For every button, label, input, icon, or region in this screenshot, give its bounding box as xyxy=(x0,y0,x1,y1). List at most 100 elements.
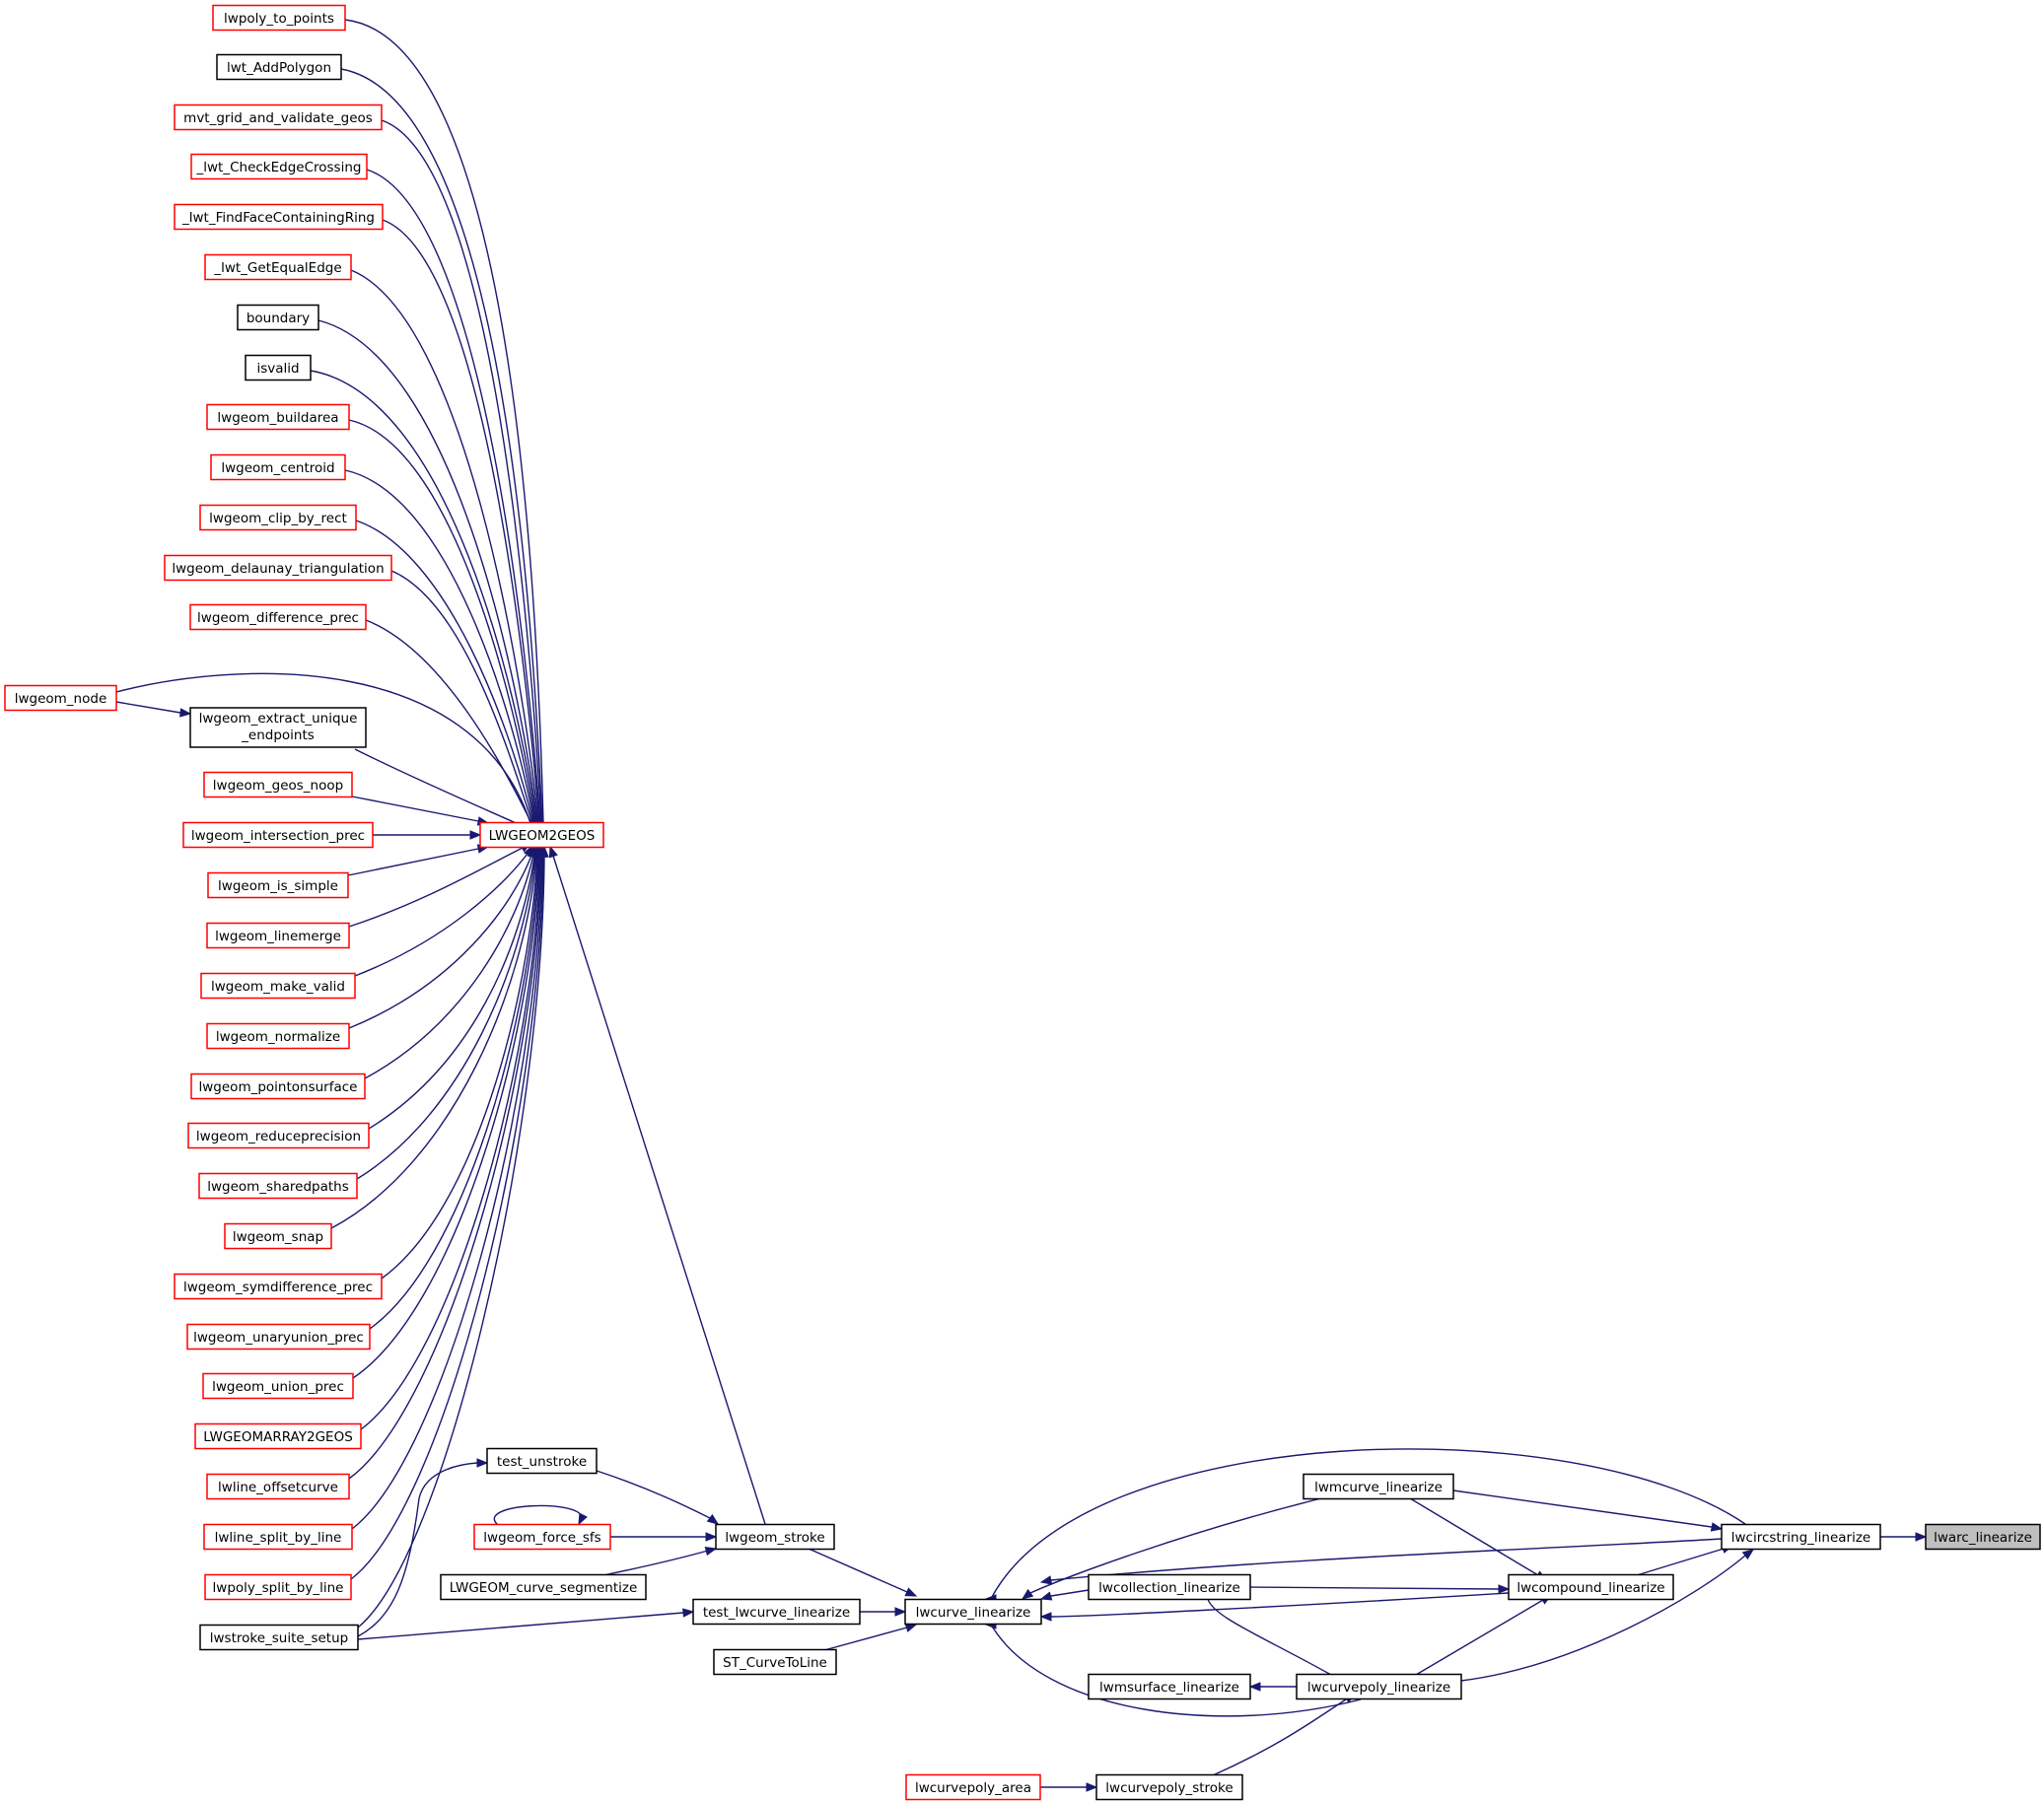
e-cp-circ-line xyxy=(1460,1555,1746,1682)
node-lwgeom_centroid[interactable]: lwgeom_centroid xyxy=(210,453,346,481)
node-isvalid[interactable]: isvalid xyxy=(245,354,312,381)
node-lwgeom_sharedpaths[interactable]: lwgeom_sharedpaths xyxy=(198,1172,358,1200)
node-_lwt_GetEqualEdge[interactable]: _lwt_GetEqualEdge xyxy=(204,253,352,281)
node-lwt_AddPolygon[interactable]: lwt_AddPolygon xyxy=(216,53,342,81)
e-node-extract-line xyxy=(115,701,181,714)
node-label: lwgeom_clip_by_rect xyxy=(209,511,347,526)
e-buildarea xyxy=(348,419,540,835)
node-box xyxy=(182,821,374,849)
e-mcurve-circ-line xyxy=(1452,1489,1713,1528)
e-setup-testcurve-line xyxy=(357,1612,684,1640)
node-label: lwcompound_linearize xyxy=(1516,1580,1664,1596)
node-box xyxy=(187,1122,370,1149)
node-label: lwgeom_centroid xyxy=(221,460,334,476)
node-label: boundary xyxy=(247,311,310,326)
node-boundary[interactable]: boundary xyxy=(237,304,319,331)
node-lwgeom_geos_noop[interactable]: lwgeom_geos_noop xyxy=(203,771,353,798)
node-lwcurvepoly_stroke[interactable]: lwcurvepoly_stroke xyxy=(1095,1773,1243,1801)
node-LWGEOMARRAY2GEOS[interactable]: LWGEOMARRAY2GEOS xyxy=(194,1422,362,1450)
node-lwgeom_node[interactable]: lwgeom_node xyxy=(4,684,117,712)
node-box xyxy=(204,253,352,281)
node-lwmcurve_linearize[interactable]: lwmcurve_linearize xyxy=(1303,1473,1454,1500)
node-box xyxy=(189,603,367,631)
e-compound-curve-arrowhead xyxy=(1039,1612,1052,1622)
node-label: lwgeom_buildarea xyxy=(217,410,338,426)
node-lwgeom_clip_by_rect[interactable]: lwgeom_clip_by_rect xyxy=(199,504,357,531)
e-reduceprecision xyxy=(368,845,539,1130)
node-lwgeom_snap[interactable]: lwgeom_snap xyxy=(224,1222,332,1250)
node-label: lwcurvepoly_stroke xyxy=(1105,1780,1233,1796)
node-_lwt_CheckEdgeCrossing[interactable]: _lwt_CheckEdgeCrossing xyxy=(190,153,368,180)
node-lwgeom_reduceprecision[interactable]: lwgeom_reduceprecision xyxy=(187,1122,370,1149)
node-box xyxy=(486,1447,598,1475)
node-box xyxy=(210,453,346,481)
e-difference-line xyxy=(365,619,532,824)
node-lwpoly_to_points[interactable]: lwpoly_to_points xyxy=(212,4,346,32)
node-test_lwcurve_linearize[interactable]: test_lwcurve_linearize xyxy=(692,1598,861,1626)
node-lwstroke_suite_setup[interactable]: lwstroke_suite_setup xyxy=(199,1624,359,1651)
node-ST_CurveToLine[interactable]: ST_CurveToLine xyxy=(713,1648,837,1676)
node-lwarc_linearize[interactable]: lwarc_linearize xyxy=(1925,1523,2041,1551)
e-setup-unstroke-arrowhead xyxy=(476,1458,489,1468)
node-label: LWGEOMARRAY2GEOS xyxy=(203,1429,353,1445)
e-issimple xyxy=(347,844,490,876)
node-lwpoly_split_by_line[interactable]: lwpoly_split_by_line xyxy=(204,1573,352,1601)
e-centroid-line xyxy=(344,469,535,824)
e-coll-curve xyxy=(1039,1589,1090,1601)
node-lwgeom_pointonsurface[interactable]: lwgeom_pointonsurface xyxy=(190,1073,366,1100)
node-lwgeom_intersection_prec[interactable]: lwgeom_intersection_prec xyxy=(182,821,374,849)
node-lwgeom_buildarea[interactable]: lwgeom_buildarea xyxy=(206,403,350,431)
node-lwcurvepoly_linearize[interactable]: lwcurvepoly_linearize xyxy=(1296,1673,1462,1700)
node-box xyxy=(194,1422,362,1450)
e-coll-from-compound xyxy=(1249,1584,1511,1594)
node-lwgeom_is_simple[interactable]: lwgeom_is_simple xyxy=(207,871,349,899)
node-lwline_offsetcurve[interactable]: lwline_offsetcurve xyxy=(206,1473,350,1500)
node-label: lwline_offsetcurve xyxy=(218,1480,338,1495)
e-forcesfs-self-line xyxy=(493,1504,583,1526)
e-circ-curve-line xyxy=(1050,1538,1723,1581)
node-lwgeom_stroke[interactable]: lwgeom_stroke xyxy=(715,1523,835,1551)
node-lwgeom_normalize[interactable]: lwgeom_normalize xyxy=(206,1022,350,1050)
e-stroke-curve xyxy=(808,1548,918,1597)
node-lwcurvepoly_area[interactable]: lwcurvepoly_area xyxy=(905,1773,1041,1801)
node-box xyxy=(203,771,353,798)
node-lwcompound_linearize[interactable]: lwcompound_linearize xyxy=(1508,1573,1674,1601)
node-lwgeom_unaryunion_prec[interactable]: lwgeom_unaryunion_prec xyxy=(186,1323,371,1351)
node-box xyxy=(1088,1673,1251,1700)
e-cp-compound xyxy=(1415,1594,1553,1676)
e-compound-circ-line xyxy=(1636,1548,1725,1576)
node-box xyxy=(174,1273,383,1300)
e-mcurve-curve xyxy=(1021,1497,1322,1600)
e-circ-curve-top-line xyxy=(990,1448,1746,1600)
node-lwgeom_symdifference_prec[interactable]: lwgeom_symdifference_prec xyxy=(174,1273,383,1300)
node-lwmsurface_linearize[interactable]: lwmsurface_linearize xyxy=(1088,1673,1251,1700)
node-test_unstroke[interactable]: test_unstroke xyxy=(486,1447,598,1475)
node-mvt_grid_and_validate_geos[interactable]: mvt_grid_and_validate_geos xyxy=(174,104,383,131)
node-label: lwarc_linearize xyxy=(1934,1530,2032,1546)
node-box xyxy=(1508,1573,1674,1601)
node-lwline_split_by_line[interactable]: lwline_split_by_line xyxy=(203,1523,353,1551)
node-LWGEOM2GEOS[interactable]: LWGEOM2GEOS xyxy=(479,821,604,849)
node-lwgeom_linemerge[interactable]: lwgeom_linemerge xyxy=(206,922,350,949)
e-compound-curve xyxy=(1039,1592,1510,1622)
e-normalize xyxy=(348,845,536,1029)
e-segmentize-stroke-line xyxy=(602,1550,709,1576)
node-lwcircstring_linearize[interactable]: lwcircstring_linearize xyxy=(1721,1523,1881,1551)
node-lwcollection_linearize[interactable]: lwcollection_linearize xyxy=(1088,1573,1251,1601)
node-label: lwgeom_normalize xyxy=(216,1029,340,1045)
e-forcesfs-self-arrowhead xyxy=(578,1512,588,1526)
node-_lwt_FindFaceContainingRing[interactable]: _lwt_FindFaceContainingRing xyxy=(174,203,384,231)
e-mvt xyxy=(381,119,546,835)
e-circ-curve xyxy=(1039,1538,1723,1585)
node-lwgeom_union_prec[interactable]: lwgeom_union_prec xyxy=(202,1372,354,1400)
node-lwcurve_linearize[interactable]: lwcurve_linearize xyxy=(904,1598,1042,1626)
node-lwgeom_extract_unique_endpoints[interactable]: lwgeom_extract_unique_endpoints xyxy=(189,707,367,748)
e-area-stroke-arrowhead xyxy=(1086,1782,1098,1792)
node-lwgeom_make_valid[interactable]: lwgeom_make_valid xyxy=(200,972,356,1000)
node-lwgeom_delaunay_triangulation[interactable]: lwgeom_delaunay_triangulation xyxy=(164,554,392,582)
e-mcurve-curve-arrowhead xyxy=(1021,1588,1034,1600)
node-lwgeom_force_sfs[interactable]: lwgeom_force_sfs xyxy=(473,1523,611,1551)
e-unstroke-stroke xyxy=(596,1470,720,1525)
node-LWGEOM_curve_segmentize[interactable]: LWGEOM_curve_segmentize xyxy=(440,1573,647,1601)
node-lwgeom_difference_prec[interactable]: lwgeom_difference_prec xyxy=(189,603,367,631)
